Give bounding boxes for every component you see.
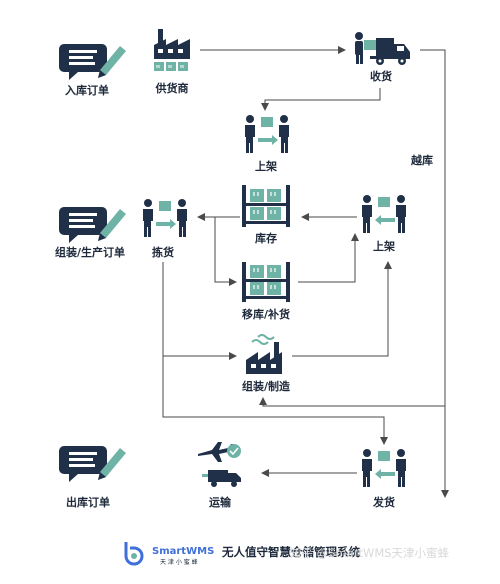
edge-move-putaway	[298, 233, 359, 283]
outbound-order-node: 出库订单	[59, 446, 126, 509]
receiving-label: 收货	[370, 69, 392, 83]
transport-label: 运输	[209, 495, 232, 509]
assembly-mfg-node: 组装/制造	[242, 334, 291, 393]
edge-picking-assembly	[162, 262, 237, 360]
plane-truck-icon	[198, 442, 241, 487]
move-replenish-node: 移库/补货	[242, 262, 290, 321]
smartwms-logo: SmartWMS 天 津 小 蜜 蜂	[124, 542, 214, 566]
edge-crossdock-assembly	[259, 397, 445, 407]
footer-title: 无人值守智慧仓储管理系统	[221, 545, 360, 559]
order-form-icon	[59, 446, 126, 482]
handover-people-icon	[143, 199, 187, 237]
supplier-node: 供货商	[154, 29, 190, 95]
edge-assembly-putaway	[292, 261, 392, 357]
picking-node: 拣货	[143, 199, 187, 259]
receiving-node: 收货	[355, 32, 410, 83]
handover-people-icon	[362, 449, 406, 487]
assembly-order-label: 组装/生产订单	[55, 245, 125, 259]
shelf-icon	[242, 185, 290, 227]
handover-people-icon	[362, 195, 406, 233]
putaway-right-node: 上架	[362, 195, 406, 253]
assembly-order-node: 组装/生产订单	[55, 207, 126, 259]
order-form-icon	[59, 207, 126, 243]
shipping-node: 发货	[362, 449, 406, 509]
brand-name: SmartWMS	[152, 546, 214, 557]
putaway-right-label: 上架	[373, 239, 395, 253]
watermark: 知乎 @SmartWMS天津小蜜蜂	[290, 546, 450, 560]
shipping-label: 发货	[372, 495, 395, 509]
transport-node: 运输	[198, 442, 241, 509]
edge-inventory-move	[214, 217, 237, 286]
factory-icon	[246, 334, 282, 374]
handover-people-icon	[245, 115, 289, 153]
outbound-order-label: 出库订单	[66, 495, 110, 509]
putaway-top-label: 上架	[255, 159, 277, 173]
picking-label: 拣货	[152, 245, 174, 259]
inventory-label: 库存	[255, 231, 277, 245]
inbound-order-label: 入库订单	[65, 83, 109, 97]
supplier-label: 供货商	[155, 81, 189, 95]
edge-cross-dock	[420, 49, 449, 498]
order-form-icon	[59, 44, 126, 80]
cross-dock-label: 越库	[410, 153, 433, 167]
shelf-icon	[242, 262, 290, 302]
move-replenish-label: 移库/补货	[242, 307, 290, 321]
edge-picking-shipping	[162, 356, 388, 445]
putaway-top-node: 上架	[245, 115, 289, 173]
inventory-node: 库存	[242, 185, 290, 245]
edge-receiving-putaway	[261, 88, 381, 111]
forklift-truck-icon	[355, 32, 410, 65]
assembly-mfg-label: 组装/制造	[242, 379, 291, 393]
brand-sub: 天 津 小 蜜 蜂	[160, 558, 198, 566]
inbound-order-node: 入库订单	[59, 44, 126, 97]
factory-icon	[154, 29, 190, 71]
footer: SmartWMS 天 津 小 蜜 蜂 无人值守智慧仓储管理系统 知乎 @Smar…	[124, 542, 450, 566]
flow-edges	[162, 46, 449, 498]
